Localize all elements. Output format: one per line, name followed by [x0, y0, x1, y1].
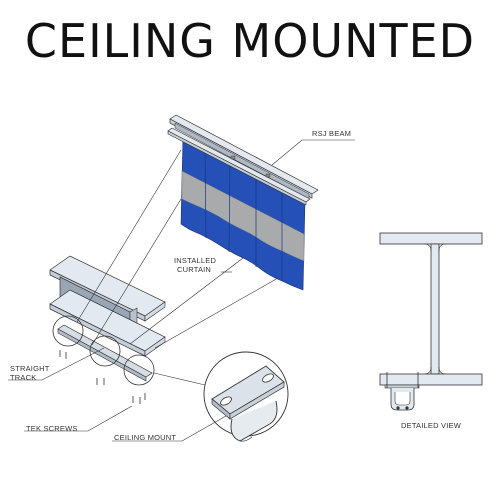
label-ceiling-mount: CEILING MOUNT	[114, 433, 176, 442]
label-installed-curtain-2: CURTAIN	[177, 265, 211, 274]
ceiling-mount-detail	[153, 351, 289, 442]
label-tek-screws: TEK SCREWS	[26, 424, 78, 433]
label-rsj-beam: RSJ BEAM	[312, 129, 351, 138]
label-straight-track-1: STRAIGHT	[10, 364, 50, 373]
leader-lines	[8, 139, 355, 442]
rsj-beam	[167, 114, 319, 206]
label-installed-curtain-1: INSTALLED	[174, 256, 216, 265]
label-detailed-view: DETAILED VIEW	[401, 421, 462, 430]
projection-lines	[76, 149, 279, 349]
rsj-beam-section	[49, 255, 166, 357]
installed-curtain	[180, 135, 306, 291]
tek-screws	[59, 350, 146, 404]
page-title: CEILING MOUNTED	[24, 14, 476, 68]
label-straight-track-2: TRACK	[10, 373, 36, 382]
detail-circles	[52, 315, 155, 386]
detailed-view-section	[379, 232, 483, 411]
